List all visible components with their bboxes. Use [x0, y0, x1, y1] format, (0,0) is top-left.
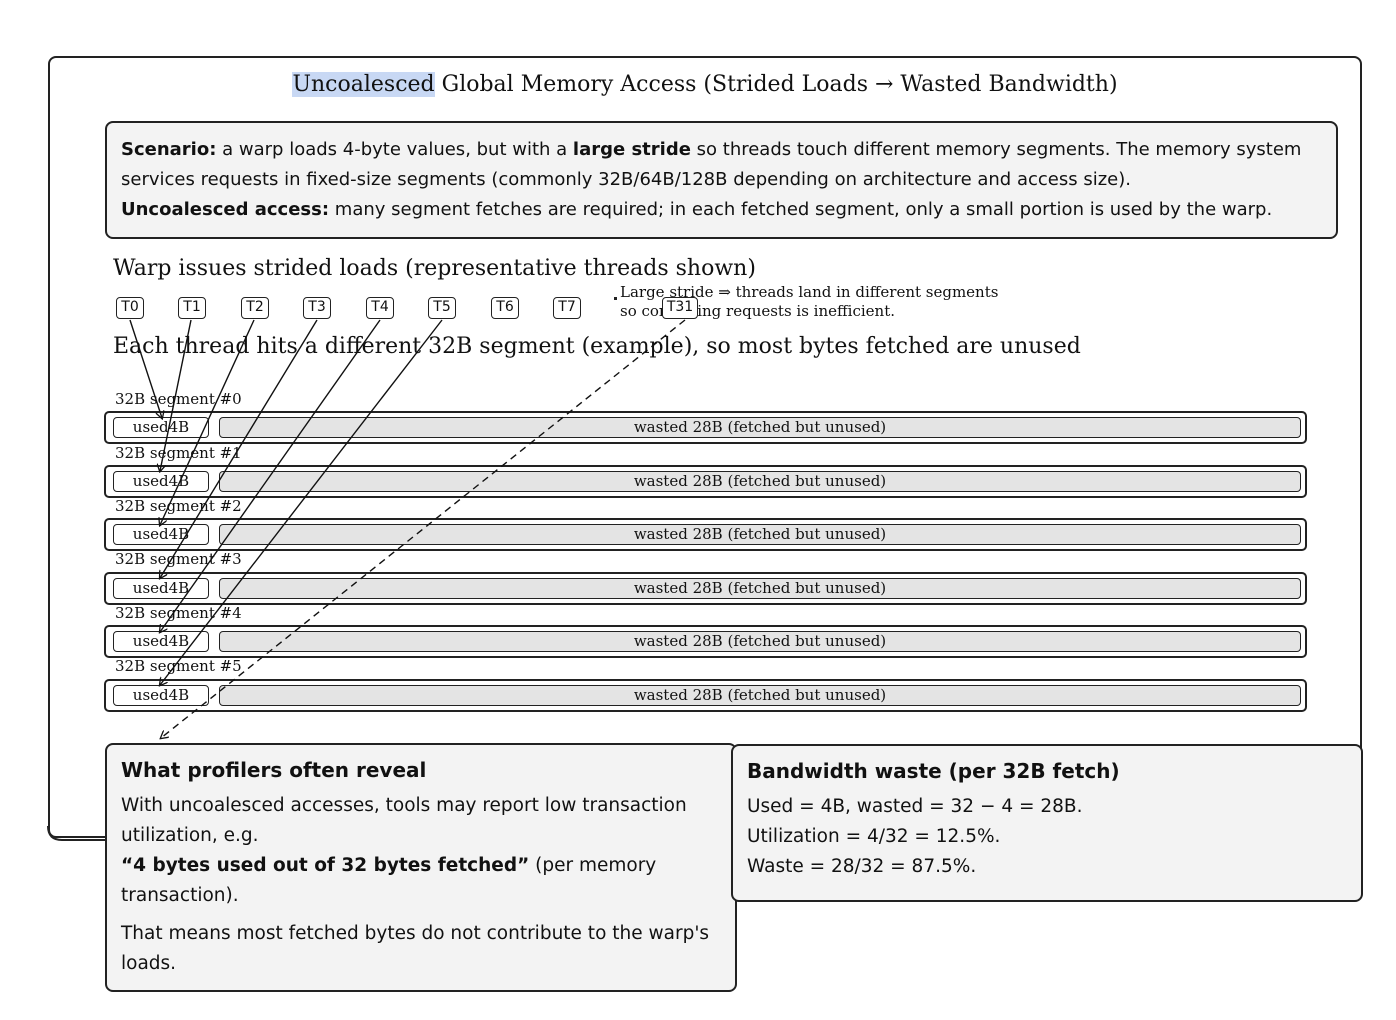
arrow-t4: [160, 319, 381, 632]
used-block-1: used4B: [113, 471, 209, 492]
profiler-p2: That means most fetched bytes do not con…: [121, 923, 710, 974]
thread-t31: T31: [662, 297, 698, 319]
note-line-1: Large stride ⇒ threads land in different…: [620, 283, 999, 301]
segment-label-2: 32B segment #2: [115, 497, 242, 515]
wasted-block-4: wasted 28B (fetched but unused): [219, 631, 1301, 652]
bandwidth-box: Bandwidth waste (per 32B fetch) Used = 4…: [731, 744, 1363, 902]
profiler-p1: With uncoalesced accesses, tools may rep…: [121, 795, 687, 846]
thread-t3: T3: [303, 297, 331, 319]
arrow-t2: [160, 319, 255, 525]
wasted-block-0: wasted 28B (fetched but unused): [219, 417, 1301, 438]
wasted-block-5: wasted 28B (fetched but unused): [219, 685, 1301, 706]
arrow-t5: [160, 319, 443, 685]
profiler-quote-line: “4 bytes used out of 32 bytes fetched” (…: [121, 851, 721, 911]
thread-t1: T1: [178, 297, 206, 319]
thread-t6: T6: [491, 297, 519, 319]
bandwidth-line-2: Utilization = 4/32 = 12.5%.: [747, 826, 1001, 847]
thread-t0: T0: [116, 297, 144, 319]
segment-label-0: 32B segment #0: [115, 390, 242, 408]
segment-label-4: 32B segment #4: [115, 604, 242, 622]
bandwidth-heading: Bandwidth waste (per 32B fetch): [747, 759, 1120, 783]
arrow-t3: [160, 319, 318, 578]
frame-connector: [47, 825, 105, 841]
title-rest: Global Memory Access (Strided Loads → Wa…: [434, 72, 1118, 97]
scenario-label: Scenario:: [121, 139, 217, 160]
diagram-title: Uncoalesced Global Memory Access (Stride…: [0, 72, 1396, 97]
uncoalesced-label: Uncoalesced access:: [121, 199, 330, 220]
warp-heading: Warp issues strided loads (representativ…: [113, 256, 756, 281]
scenario-box: Scenario: a warp loads 4-byte values, bu…: [105, 121, 1338, 239]
segment-label-3: 32B segment #3: [115, 550, 242, 568]
wasted-block-1: wasted 28B (fetched but unused): [219, 471, 1301, 492]
title-highlight: Uncoalesced: [292, 72, 435, 97]
used-block-5: used4B: [113, 685, 209, 706]
profiler-quote-tail: (per memory transaction).: [121, 855, 657, 906]
arrow-t31: [161, 319, 686, 738]
thread-t2: T2: [241, 297, 269, 319]
uncoalesced-text: many segment fetches are required; in ea…: [329, 199, 1273, 220]
segments-heading: Each thread hits a different 32B segment…: [113, 334, 1081, 359]
note-bullet: [614, 297, 617, 300]
profiler-quote: “4 bytes used out of 32 bytes fetched”: [121, 855, 530, 876]
arrow-t0: [129, 319, 162, 418]
bandwidth-line-3: Waste = 28/32 = 87.5%.: [747, 856, 977, 877]
wasted-block-3: wasted 28B (fetched but unused): [219, 578, 1301, 599]
scenario-bold: large stride: [572, 139, 691, 160]
used-block-2: used4B: [113, 524, 209, 545]
profiler-box: What profilers often reveal With uncoale…: [105, 743, 737, 992]
segment-label-5: 32B segment #5: [115, 657, 242, 675]
thread-t4: T4: [366, 297, 394, 319]
bandwidth-line-1: Used = 4B, wasted = 32 − 4 = 28B.: [747, 796, 1083, 817]
wasted-block-2: wasted 28B (fetched but unused): [219, 524, 1301, 545]
scenario-text-a: a warp loads 4-byte values, but with a: [216, 139, 573, 160]
arrow-t1: [160, 319, 192, 471]
used-block-0: used4B: [113, 417, 209, 438]
profiler-heading: What profilers often reveal: [121, 758, 427, 782]
thread-t7: T7: [553, 297, 581, 319]
segment-label-1: 32B segment #1: [115, 444, 242, 462]
scenario-text-b: so threads touch different memory segmen…: [121, 139, 1302, 190]
thread-t5: T5: [428, 297, 456, 319]
